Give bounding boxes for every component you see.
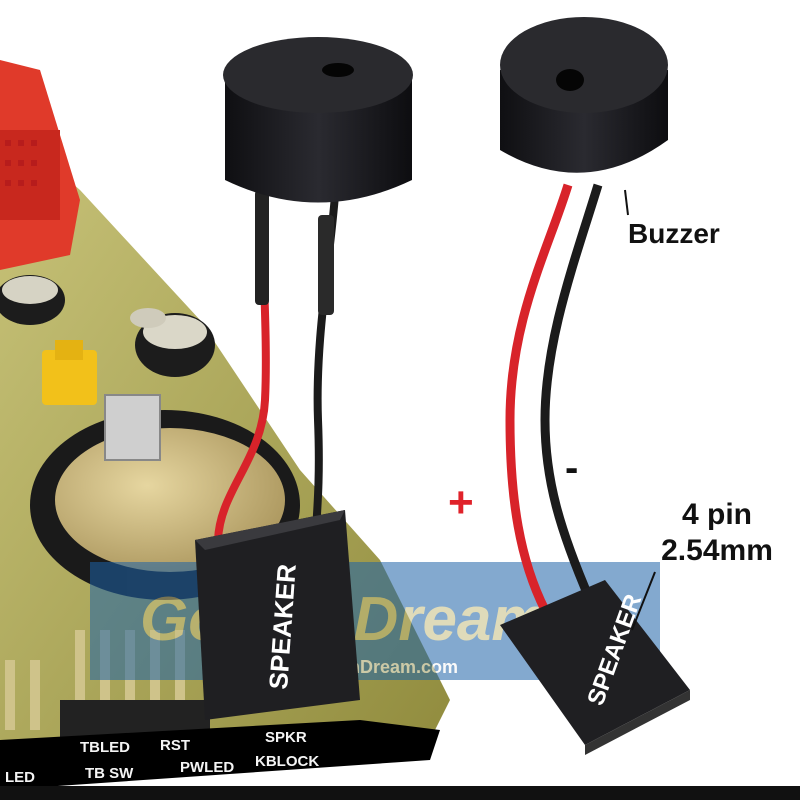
- silk-rst: RST: [160, 737, 190, 754]
- pin-spec-label: 4 pin 2.54mm: [652, 497, 782, 569]
- board-silkscreen: TBLED RST SPKR LED TB SW PWLED KBLOCK: [5, 729, 319, 786]
- buzzer-label: Buzzer: [628, 218, 720, 249]
- silk-tbled: TBLED: [80, 739, 130, 756]
- plus-polarity-label: +: [448, 478, 474, 527]
- silk-pwled: PWLED: [180, 759, 234, 776]
- silk-spkr: SPKR: [265, 729, 307, 746]
- pin-count-text: 4 pin: [681, 498, 752, 531]
- silk-kblock: KBLOCK: [255, 753, 319, 770]
- left-buzzer-assembly: [195, 37, 413, 720]
- minus-polarity-label: -: [565, 446, 579, 490]
- silk-led: LED: [5, 769, 35, 786]
- pin-pitch-text: 2.54mm: [661, 534, 773, 567]
- right-buzzer-assembly: [500, 17, 690, 755]
- silk-tbsw: TB SW: [85, 765, 134, 782]
